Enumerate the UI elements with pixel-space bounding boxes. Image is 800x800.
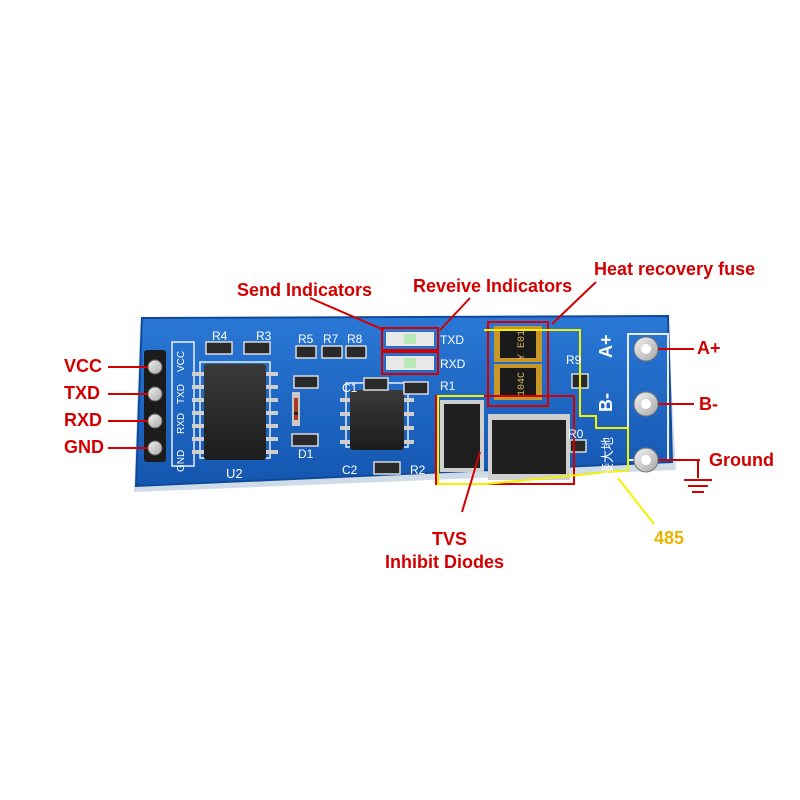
receive-indicator-box (381, 351, 439, 375)
label-vcc: VCC (64, 356, 103, 376)
silk-pin-rxd: RXD (176, 413, 187, 434)
transceiver-chip (340, 390, 414, 450)
smd-components (205, 341, 589, 475)
tvs-diodes (440, 400, 570, 480)
silk-r0: R0 (568, 427, 584, 441)
silkscreen-text: R4 R3 R5 R7 R8 C1 R1 D1 C2 R2 U2 TXD RXD… (176, 329, 616, 481)
silk-c2: C2 (342, 463, 358, 477)
label-485: 485 (654, 528, 685, 548)
label-ground: Ground (709, 450, 774, 470)
line-485 (617, 477, 655, 525)
silk-txd: TXD (440, 333, 464, 347)
diode-d1 (292, 392, 300, 426)
label-inhibit-diodes: Inhibit Diodes (385, 552, 504, 572)
silk-c1: C1 (342, 381, 358, 395)
arrow-line-icon (108, 281, 700, 513)
line-tvs (461, 451, 481, 513)
silk-r7: R7 (323, 332, 339, 346)
ground-symbol-icon (680, 459, 712, 493)
silk-r5: R5 (298, 332, 314, 346)
line-receive (439, 297, 471, 331)
label-txd: TXD (64, 383, 100, 403)
silk-rxd: RXD (440, 357, 466, 371)
silk-a-plus: A+ (596, 334, 616, 358)
fuse-top-marking: Y E01 (517, 330, 528, 360)
label-b-minus: B- (699, 394, 718, 414)
silk-r4: R4 (212, 329, 228, 343)
silk-r9: R9 (566, 353, 582, 367)
pin-gnd (147, 440, 163, 456)
line-fuse (551, 281, 597, 325)
line-send (309, 297, 385, 331)
silk-r8: R8 (347, 332, 363, 346)
label-receive-indicators: Reveive Indicators (413, 276, 573, 296)
heat-recovery-fuses (494, 326, 542, 400)
label-a-plus: A+ (697, 338, 721, 358)
fuse-bottom-marking: 104C (517, 372, 528, 396)
silk-r3: R3 (256, 329, 272, 343)
label-gnd: GND (64, 437, 104, 457)
silk-r2: R2 (410, 463, 426, 477)
pin-rxd (147, 413, 163, 429)
label-tvs: TVS (432, 529, 468, 549)
fuse-markings: Y E01 104C (517, 330, 528, 396)
trace-485-outline (437, 329, 629, 485)
terminal-pads (633, 336, 659, 473)
tvs-box (435, 395, 575, 485)
silk-ground-cn: 接大地 (600, 437, 615, 476)
u2-chip (192, 364, 278, 460)
silk-pin-gnd: GND (176, 450, 187, 472)
silk-b-minus: B- (596, 393, 616, 412)
silk-pin-vcc: VCC (176, 351, 187, 372)
led-indicators (386, 332, 434, 370)
pin-txd (147, 386, 163, 402)
silk-u2: U2 (226, 466, 243, 481)
label-send-indicators: Send Indicators (237, 280, 373, 300)
fuse-box (487, 321, 549, 407)
annotation-boxes (381, 321, 575, 485)
header-pins (144, 350, 166, 462)
send-indicator-box (381, 327, 439, 351)
silk-d1: D1 (298, 447, 314, 461)
label-rxd: RXD (64, 410, 103, 430)
label-heat-recovery-fuse: Heat recovery fuse (594, 259, 756, 279)
silk-r1: R1 (440, 379, 456, 393)
silk-pin-txd: TXD (176, 384, 187, 404)
pin-vcc (147, 359, 163, 375)
